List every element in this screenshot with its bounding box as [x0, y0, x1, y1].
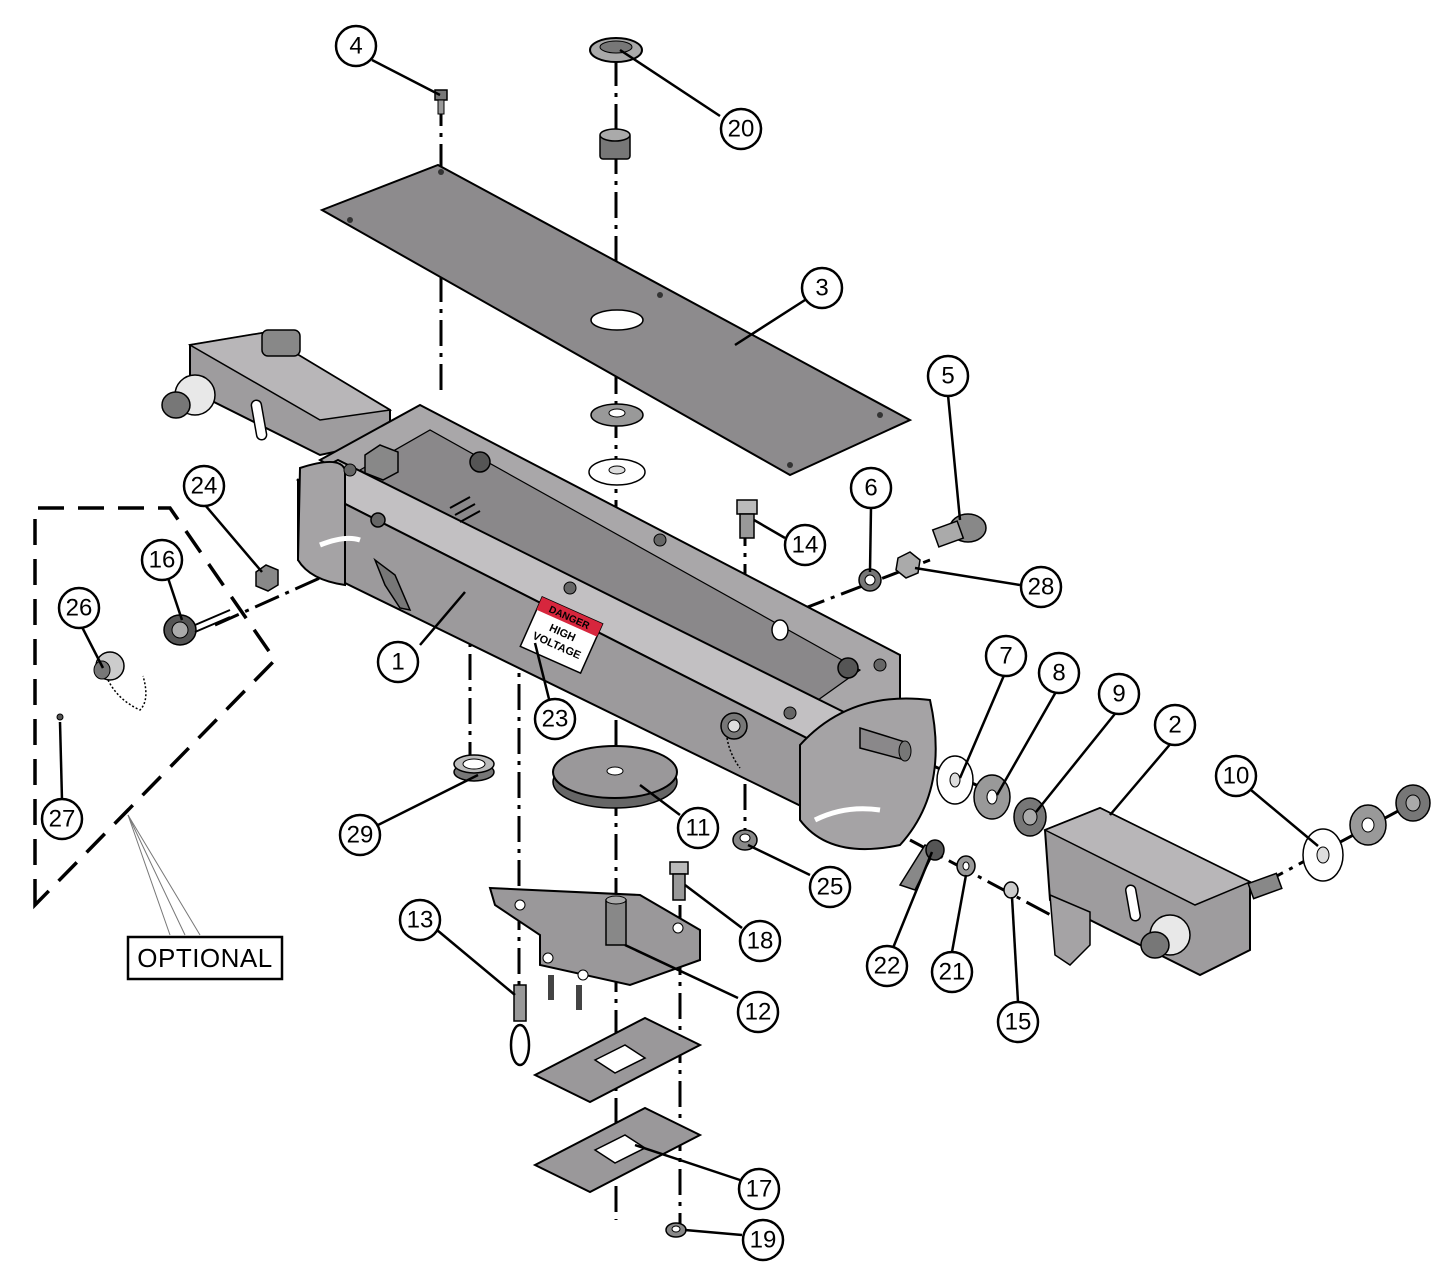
left-extension-tube — [161, 329, 393, 457]
svg-text:2: 2 — [1168, 712, 1181, 739]
svg-text:22: 22 — [874, 953, 901, 980]
plates-part-17 — [532, 1016, 703, 1194]
svg-text:1: 1 — [391, 649, 404, 676]
callout-26: 26 — [57, 586, 101, 630]
callout-15: 15 — [996, 1000, 1040, 1044]
svg-text:29: 29 — [347, 822, 374, 849]
svg-text:13: 13 — [407, 907, 434, 934]
callout-16: 16 — [140, 538, 184, 582]
lock-nut — [599, 128, 631, 160]
callout-12: 12 — [736, 990, 780, 1034]
washers-center — [588, 403, 646, 486]
callout-11: 11 — [676, 806, 720, 850]
svg-text:7: 7 — [999, 643, 1012, 670]
pin-part-27 — [56, 713, 64, 721]
callout-1: 1 — [376, 640, 420, 684]
optional-leader — [127, 814, 201, 936]
callout-7: 7 — [984, 634, 1028, 678]
optional-label: OPTIONAL — [137, 943, 272, 973]
optional-enclosure — [33, 506, 278, 910]
svg-text:25: 25 — [817, 874, 844, 901]
callout-28: 28 — [1019, 565, 1063, 609]
bolt-part-4 — [434, 89, 448, 115]
svg-text:19: 19 — [750, 1227, 777, 1254]
callout-25: 25 — [808, 865, 852, 909]
callout-13: 13 — [398, 898, 442, 942]
callout-18: 18 — [738, 919, 782, 963]
svg-text:23: 23 — [542, 706, 569, 733]
callout-14: 14 — [783, 523, 827, 567]
right-extension-part-2 — [1043, 806, 1283, 977]
callout-20: 20 — [719, 107, 763, 151]
svg-text:27: 27 — [49, 806, 76, 833]
ring-part-15 — [1003, 881, 1019, 899]
svg-text:26: 26 — [66, 595, 93, 622]
svg-text:16: 16 — [149, 547, 176, 574]
callout-29: 29 — [338, 813, 382, 857]
bolt-part-14 — [736, 499, 758, 539]
svg-text:4: 4 — [349, 33, 362, 60]
callout-22: 22 — [865, 944, 909, 988]
svg-text:11: 11 — [686, 815, 711, 842]
callout-9: 9 — [1097, 672, 1141, 716]
svg-text:18: 18 — [747, 928, 774, 955]
svg-text:14: 14 — [792, 532, 819, 559]
svg-text:24: 24 — [191, 473, 218, 500]
svg-text:10: 10 — [1223, 763, 1250, 790]
leader-lines — [58, 48, 1319, 1237]
washer-part-10 — [1302, 784, 1431, 882]
callout-27: 27 — [40, 797, 84, 841]
callout-21: 21 — [930, 950, 974, 994]
connector-on-body — [720, 712, 748, 769]
callout-23: 23 — [533, 697, 577, 741]
nut-part-19 — [665, 1222, 687, 1238]
svg-text:9: 9 — [1112, 681, 1125, 708]
bushing-part-29 — [453, 754, 495, 782]
nut-part-28 — [895, 551, 921, 579]
disc-part-11 — [552, 745, 678, 809]
bracket-part-12 — [488, 886, 701, 1010]
threaded-shaft — [859, 726, 912, 762]
svg-text:17: 17 — [746, 1176, 773, 1203]
nut-part-6 — [858, 568, 882, 592]
callout-6: 6 — [849, 466, 893, 510]
callout-8: 8 — [1037, 651, 1081, 695]
svg-text:8: 8 — [1052, 660, 1065, 687]
callout-5: 5 — [926, 354, 970, 398]
connector-part-16 — [163, 609, 231, 646]
svg-text:5: 5 — [941, 363, 954, 390]
callout-17: 17 — [737, 1167, 781, 1211]
svg-text:21: 21 — [939, 959, 966, 986]
callout-4: 4 — [334, 24, 378, 68]
svg-text:6: 6 — [864, 475, 877, 502]
svg-text:12: 12 — [745, 999, 772, 1026]
bolt-part-18 — [669, 861, 689, 901]
pin-part-13 — [509, 984, 531, 1067]
svg-text:15: 15 — [1005, 1009, 1032, 1036]
danger-sign-part-23: DANGER HIGH VOLTAGE — [519, 596, 604, 675]
callout-3: 3 — [800, 266, 844, 310]
svg-text:3: 3 — [815, 275, 828, 302]
callout-group: 1 2 3 4 5 6 7 8 9 10 11 12 13 14 15 16 1… — [40, 24, 1258, 1262]
callout-10: 10 — [1214, 754, 1258, 798]
callout-2: 2 — [1153, 703, 1197, 747]
nut-part-9 — [1013, 797, 1047, 837]
washer-part-21 — [956, 855, 976, 877]
optional-label-box: OPTIONAL — [126, 935, 284, 981]
cap-part-26 — [93, 651, 147, 711]
callout-19: 19 — [741, 1218, 785, 1262]
svg-text:20: 20 — [728, 116, 755, 143]
nut-part-25 — [732, 829, 758, 851]
callout-24: 24 — [182, 464, 226, 508]
svg-text:28: 28 — [1028, 574, 1055, 601]
top-cover-plate — [319, 163, 913, 477]
fitting-part-5 — [931, 513, 987, 548]
